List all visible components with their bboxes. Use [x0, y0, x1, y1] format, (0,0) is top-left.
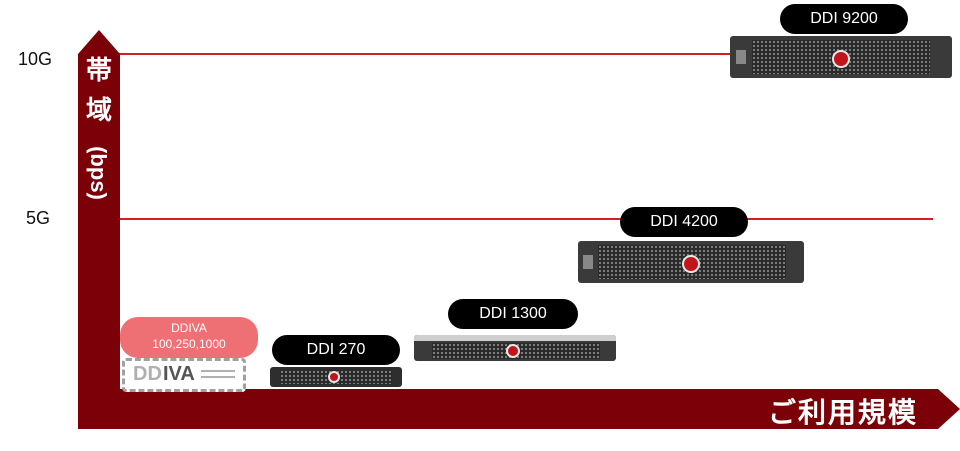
server-top-panel — [414, 335, 616, 341]
trend-logo-icon — [506, 344, 520, 358]
x-axis-title: ご利用規模 — [768, 391, 918, 431]
trend-logo-icon — [682, 255, 700, 273]
ddiva-box-text-dark: IVA — [163, 363, 195, 386]
y-axis-unit-wrap: (bps) — [72, 160, 124, 190]
server-ddi-1300 — [414, 335, 616, 361]
y-axis-title: 帯 域 — [80, 56, 118, 124]
label-ddi-4200: DDI 4200 — [620, 207, 748, 237]
y-axis-unit: (bps) — [85, 128, 111, 218]
ddiva-stripe — [201, 376, 235, 378]
label-ddi-270: DDI 270 — [272, 335, 400, 365]
server-ddi-270 — [270, 367, 402, 387]
threshold-line-5g — [118, 218, 933, 220]
ddiva-stripe — [201, 370, 235, 372]
tick-label-10g: 10G — [18, 49, 52, 70]
y-axis-title-char: 帯 — [80, 56, 118, 84]
y-axis-title-char: 域 — [80, 96, 118, 124]
ddiva-appliance: DD IVA — [122, 358, 246, 392]
server-handle — [583, 255, 593, 269]
server-ddi-9200 — [730, 36, 952, 78]
trend-logo-icon — [832, 50, 850, 68]
label-ddiva: DDIVA 100,250,1000 — [120, 317, 258, 358]
ddiva-name: DDIVA — [120, 320, 258, 336]
trend-logo-icon — [328, 371, 340, 383]
label-ddi-1300: DDI 1300 — [448, 299, 578, 329]
ddiva-capacities: 100,250,1000 — [120, 336, 258, 352]
ddiva-box-text-gray: DD — [133, 363, 162, 386]
server-handle — [736, 50, 746, 64]
label-ddi-9200: DDI 9200 — [780, 4, 908, 34]
server-ddi-4200 — [578, 241, 804, 283]
tick-label-5g: 5G — [26, 208, 50, 229]
